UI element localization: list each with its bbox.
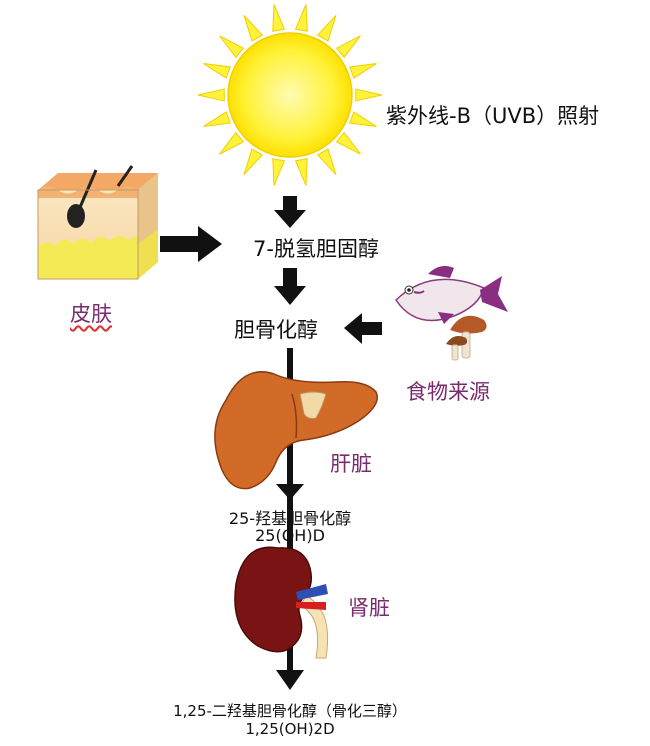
down-arrow-icon (274, 268, 306, 305)
hydroxy-name-label: 25-羟基胆骨化醇 (228, 509, 352, 528)
sun-icon (197, 4, 383, 186)
sun-ray (219, 131, 245, 155)
sun-ray (335, 35, 361, 59)
dehydrocholesterol-label: 7-脱氢胆固醇 (253, 237, 379, 261)
mushroom-icon (446, 315, 487, 361)
down-arrow-icon (276, 670, 304, 690)
sun-ray (219, 35, 245, 59)
down-arrow-icon (276, 484, 304, 500)
sun-ray (294, 158, 308, 186)
sun-ray (355, 88, 383, 102)
skin-cross-section-icon (37, 165, 158, 280)
sun-ray (197, 88, 225, 102)
uvb-label: 紫外线-B（UVB）照射 (386, 104, 600, 128)
dihydroxy-formula-label: 1,25(OH)2D (245, 720, 335, 738)
right-arrow-icon (160, 226, 222, 262)
skin-label: 皮肤 (70, 302, 112, 326)
left-arrow-icon (344, 313, 382, 344)
sun-ray (349, 111, 377, 127)
sun-ray (272, 4, 286, 32)
sun-ray (203, 63, 231, 79)
sun-ray (272, 158, 286, 186)
sun-ray (203, 111, 231, 127)
sun-ray (335, 131, 361, 155)
sun-ray (243, 14, 264, 42)
hydroxy-formula-label: 25(OH)D (255, 526, 325, 545)
dihydroxy-name-label: 1,25-二羟基胆骨化醇（骨化三醇） (173, 702, 407, 720)
sun-ray (294, 4, 308, 32)
cholecalciferol-label: 胆骨化醇 (234, 318, 318, 342)
sun-ray (316, 14, 337, 42)
fish-icon (395, 266, 508, 324)
food-source-label: 食物来源 (406, 380, 490, 404)
sun-ray (316, 148, 337, 176)
kidney-label: 肾脏 (348, 596, 390, 620)
liver-icon (214, 371, 378, 490)
liver-label: 肝脏 (330, 452, 372, 476)
down-arrow-icon (274, 196, 306, 228)
sun-ray (349, 63, 377, 79)
kidney-icon (234, 546, 329, 659)
sun-ray (243, 148, 264, 176)
